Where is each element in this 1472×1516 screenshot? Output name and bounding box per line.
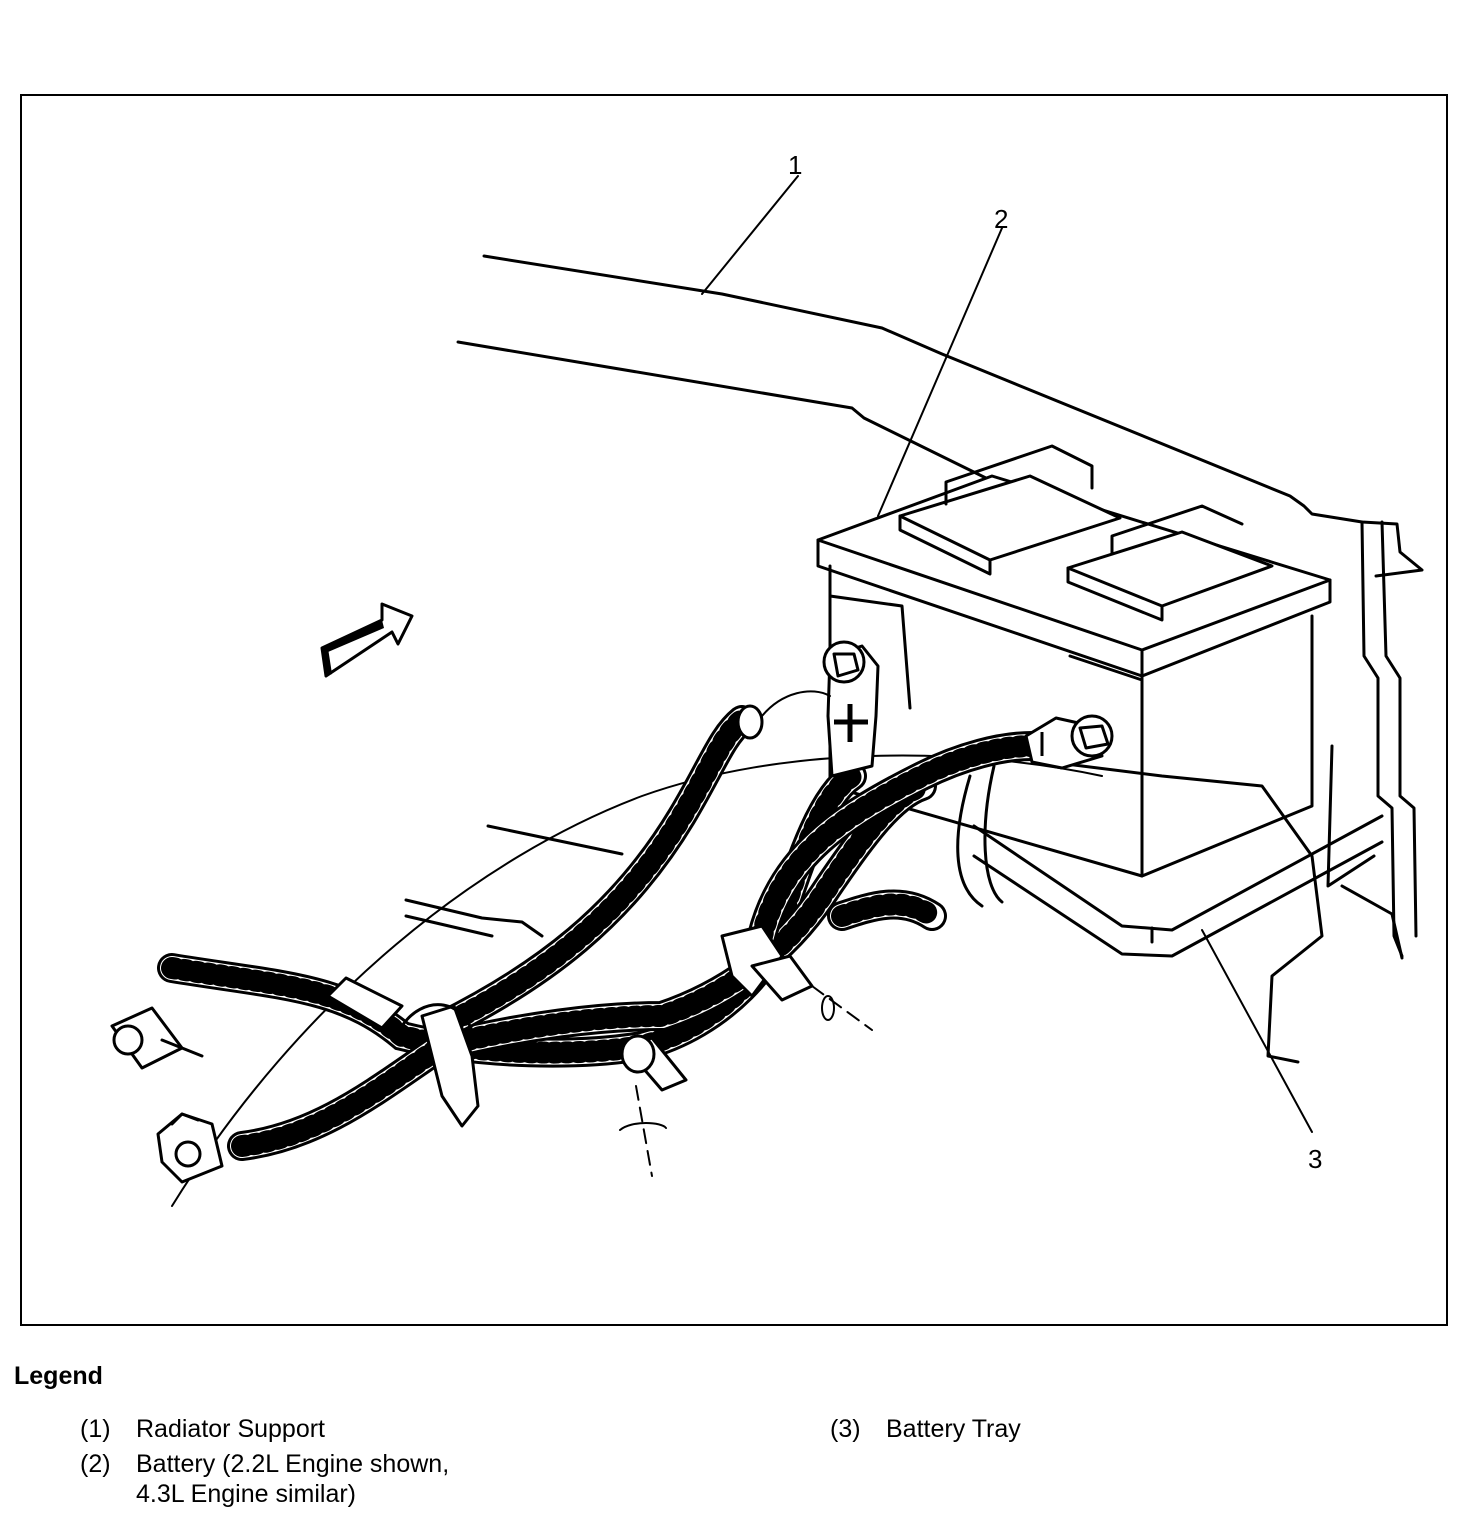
legend-item-number: (3) <box>830 1415 861 1443</box>
legend-item-text: Battery Tray <box>886 1415 1021 1443</box>
plus-sign-icon <box>834 704 868 742</box>
direction-arrow-icon <box>320 602 414 678</box>
legend-item-3: (3) Battery Tray <box>830 1414 1021 1444</box>
legend-item-2: (2) Battery (2.2L Engine shown, 4.3L Engi… <box>80 1449 449 1509</box>
negative-terminal <box>1024 714 1114 770</box>
cable-ring-terminal <box>110 1006 204 1070</box>
legend-item-text: Battery (2.2L Engine shown, 4.3L Engine … <box>136 1450 450 1508</box>
positive-terminal <box>736 640 880 778</box>
legend-title: Legend <box>14 1362 103 1390</box>
leader-line-3 <box>1201 929 1313 1133</box>
leader-line-1 <box>701 175 799 295</box>
harness-clip <box>400 1003 480 1128</box>
radiator-support <box>456 254 1424 958</box>
callout-1: 1 <box>788 150 802 180</box>
background-line <box>404 898 544 938</box>
harness-clip <box>720 924 873 1031</box>
legend-item-number: (1) <box>80 1415 111 1443</box>
diagram-figure: 1 2 3 <box>20 94 1448 1326</box>
background-line <box>404 914 494 938</box>
callout-3: 3 <box>1308 1144 1322 1174</box>
legend-item-text: Radiator Support <box>136 1415 326 1443</box>
cable-ring-terminal <box>326 976 404 1030</box>
background-line <box>486 824 624 856</box>
callout-2: 2 <box>994 204 1008 234</box>
battery-cable-harness <box>157 705 1047 1161</box>
battery-tray <box>956 754 1404 1064</box>
leader-line-2 <box>877 227 1003 517</box>
cable-ring-terminal <box>156 1112 224 1184</box>
legend-item-number: (2) <box>80 1450 111 1478</box>
legend-item-1: (1) Radiator Support <box>80 1414 325 1444</box>
harness-clip <box>619 1034 688 1177</box>
battery-installation-illustration: 1 2 3 <box>110 150 1424 1207</box>
